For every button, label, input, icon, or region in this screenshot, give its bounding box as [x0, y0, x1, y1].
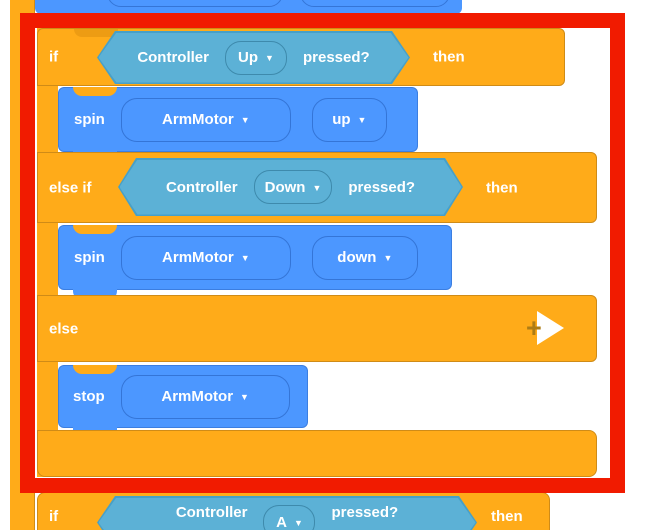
spin-verb-label: spin: [74, 111, 105, 128]
dropdown[interactable]: [107, 0, 283, 7]
button-dropdown[interactable]: Up ▼: [225, 41, 287, 75]
condition-fill: [120, 160, 462, 215]
dropdown-caret-icon: ▼: [265, 53, 274, 63]
then-label: then: [433, 48, 465, 66]
motor-dropdown-value: ArmMotor: [162, 249, 234, 266]
direction-dropdown[interactable]: up ▼: [311, 97, 387, 142]
stop-verb-label: stop: [73, 388, 105, 405]
spin-verb-label: spin: [74, 249, 105, 266]
spin-block[interactable]: spin ArmMotor ▼ down ▼: [58, 225, 452, 290]
button-dropdown-value: A: [276, 513, 287, 530]
if-keyword-label: if: [49, 508, 59, 525]
condition-fill: [99, 33, 409, 83]
highlight-rectangle: [20, 13, 625, 493]
direction-dropdown[interactable]: down ▼: [311, 235, 418, 280]
condition-fill: [99, 498, 476, 530]
dropdown-caret-icon: ▼: [293, 517, 303, 528]
block-bump: [73, 289, 117, 300]
motor-dropdown[interactable]: ArmMotor ▼: [120, 235, 291, 280]
controller-label: Controller: [137, 49, 209, 66]
block-notch: [73, 365, 117, 374]
block-notch: [73, 87, 117, 96]
pressed-label: pressed?: [331, 504, 399, 521]
button-dropdown[interactable]: Down ▼: [254, 170, 333, 204]
then-label: then: [486, 179, 518, 196]
dropdown-caret-icon: ▼: [240, 253, 250, 263]
then-label: then: [491, 508, 523, 525]
dropdown-caret-icon: ▼: [240, 115, 250, 125]
dropdown[interactable]: [300, 0, 450, 7]
elseif-keyword-label: else if: [49, 179, 92, 196]
motor-dropdown[interactable]: ArmMotor ▼: [120, 97, 291, 142]
end-bar[interactable]: [37, 430, 597, 477]
else-keyword-label: else: [49, 320, 79, 337]
expand-triangle-icon: [537, 311, 564, 345]
controller-pressed-condition[interactable]: Controller Down ▼ pressed?: [118, 158, 463, 216]
button-dropdown-value: Up: [238, 49, 259, 66]
controller-label: Controller: [175, 504, 248, 521]
block-notch: [74, 29, 118, 37]
expand-arrow-icon[interactable]: +: [526, 309, 568, 347]
controller-pressed-condition[interactable]: Controller A ▼ pressed?: [97, 496, 477, 530]
dropdown-caret-icon: ▼: [312, 182, 322, 193]
partial-block-above[interactable]: [35, 0, 462, 14]
pressed-label: pressed?: [348, 178, 416, 196]
motor-dropdown[interactable]: ArmMotor ▼: [120, 374, 290, 419]
motor-dropdown-value: ArmMotor: [161, 388, 234, 405]
motor-dropdown-value: ArmMotor: [162, 111, 234, 128]
controller-label: Controller: [165, 178, 238, 196]
else-row[interactable]: else +: [37, 295, 597, 362]
dropdown-caret-icon: ▼: [383, 253, 393, 263]
spin-block[interactable]: spin ArmMotor ▼ up ▼: [58, 87, 418, 152]
block-notch: [73, 225, 117, 234]
direction-dropdown-value: down: [337, 249, 377, 266]
expand-plus-icon: +: [526, 313, 542, 343]
pressed-label: pressed?: [302, 49, 370, 66]
c-block-spine[interactable]: [37, 28, 58, 477]
button-dropdown-value: Down: [264, 178, 306, 196]
stop-block[interactable]: stop ArmMotor ▼: [58, 365, 308, 428]
direction-dropdown-value: up: [332, 111, 351, 128]
controller-pressed-condition[interactable]: Controller Up ▼ pressed?: [97, 31, 410, 84]
button-dropdown[interactable]: A ▼: [263, 505, 315, 530]
dropdown-caret-icon: ▼: [357, 115, 367, 125]
if-keyword-label: if: [49, 48, 59, 66]
dropdown-caret-icon: ▼: [240, 392, 249, 402]
